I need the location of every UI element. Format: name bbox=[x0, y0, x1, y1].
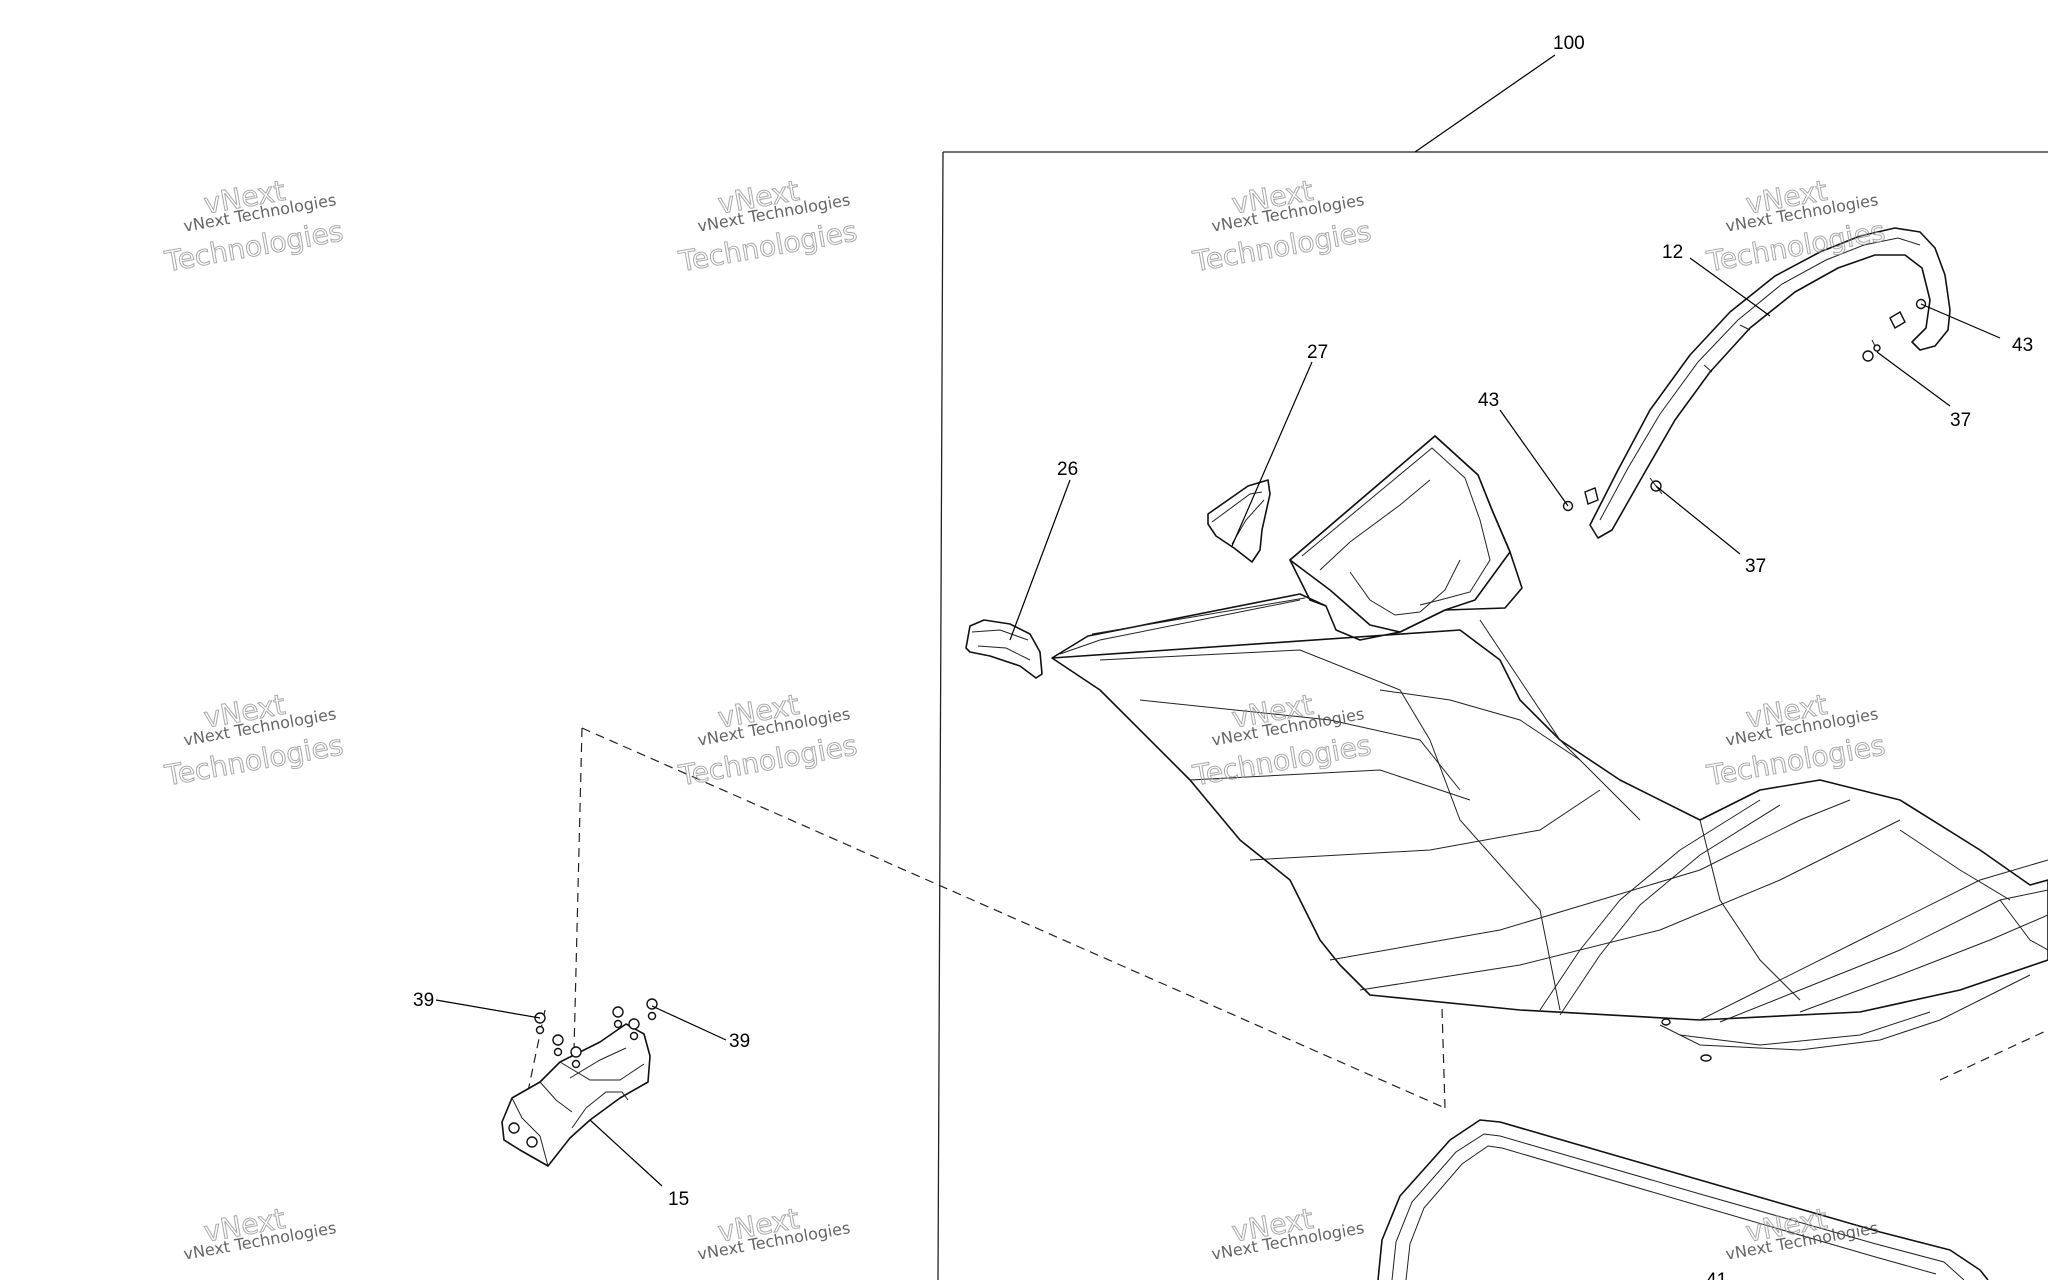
callout-37-right: 37 bbox=[1950, 410, 1971, 431]
callout-43-left: 43 bbox=[1478, 390, 1499, 411]
gasket-41 bbox=[1377, 1119, 1989, 1280]
callout-43-right: 43 bbox=[2012, 335, 2033, 356]
seat-assembly bbox=[1051, 435, 2048, 1023]
watermark: vNext vNext Technologies Technologies bbox=[1189, 173, 1374, 278]
seat-outline bbox=[1051, 435, 2048, 1021]
grab-strap-12 bbox=[1584, 227, 1951, 539]
seat-rear-underside bbox=[1659, 974, 2031, 1062]
watermark: vNext vNext Technologies Technologies bbox=[161, 687, 346, 792]
leader-100 bbox=[1414, 54, 1556, 153]
watermark: vNext vNext Technologies bbox=[182, 1201, 338, 1263]
callout-15: 15 bbox=[668, 1189, 689, 1210]
watermark: vNext vNext Technologies Technologies bbox=[675, 687, 860, 792]
bracket-15 bbox=[501, 1023, 651, 1167]
callout-100: 100 bbox=[1553, 33, 1585, 54]
callout-39-left: 39 bbox=[413, 990, 434, 1011]
watermark: vNext vNext Technologies Technologies bbox=[1703, 687, 1888, 792]
watermark: vNext vNext Technologies bbox=[1210, 1201, 1366, 1263]
callout-41: 41 bbox=[1706, 1270, 1727, 1280]
callout-27: 27 bbox=[1307, 342, 1328, 363]
watermark-tiles: vNext vNext Technologies Technologies vN… bbox=[161, 173, 1888, 1263]
callout-39-right: 39 bbox=[729, 1031, 750, 1052]
watermark: vNext vNext Technologies Technologies bbox=[161, 173, 346, 278]
leader-lines bbox=[435, 257, 2001, 1187]
callout-37-left: 37 bbox=[1745, 556, 1766, 577]
callout-labels: 100 12 43 37 43 37 27 26 39 39 15 41 bbox=[413, 33, 2033, 1280]
cover-26 bbox=[965, 619, 1043, 679]
seat-storage-opening bbox=[1289, 435, 1511, 633]
callout-26: 26 bbox=[1057, 459, 1078, 480]
cover-27 bbox=[1207, 479, 1271, 563]
assembly-frame-100 bbox=[937, 151, 2048, 1280]
watermark: vNext vNext Technologies bbox=[696, 1201, 852, 1263]
watermark: vNext vNext Technologies Technologies bbox=[675, 173, 860, 278]
callout-12: 12 bbox=[1662, 242, 1683, 263]
